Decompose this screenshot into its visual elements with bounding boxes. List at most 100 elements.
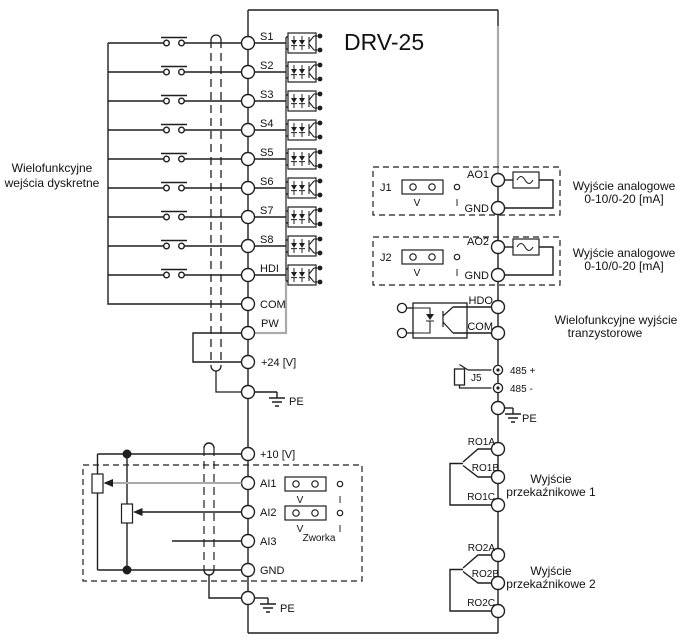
ai2-vi-jumper [284, 505, 344, 521]
potentiometer-2 [120, 503, 134, 524]
terminal-pe-2 [240, 590, 256, 606]
left-terminal-labels: S1 S2 S3 S4 S5 S6 S7 S8 HDI COM PW +24 [… [260, 31, 304, 615]
label-ro1b: RO1B [472, 463, 500, 474]
j2-dashed-box [372, 236, 561, 286]
zworka-label: Zworka [303, 533, 336, 544]
shield-drain-wire [215, 371, 242, 393]
j1-dashed-box [372, 166, 561, 216]
label-ro1a: RO1A [468, 437, 496, 448]
earth-symbol-3 [504, 407, 522, 423]
optocoupler-output-box [412, 302, 468, 339]
relay1-annotation-line1: Wyjście [530, 472, 572, 486]
analog2-annotation-line2: 0-10/0-20 [mA] [584, 259, 663, 273]
j5-label: J5 [471, 373, 482, 384]
label-hdo: HDO [469, 295, 494, 307]
label-s3: S3 [260, 89, 273, 101]
ai1-arrow [103, 479, 113, 487]
j1-jumper [401, 179, 461, 195]
terminal-485-minus [492, 382, 504, 394]
analog1-annotation-line1: Wyjście analogowe [573, 179, 676, 193]
terminal-24v [240, 354, 256, 370]
label-24v: +24 [V] [261, 357, 296, 369]
pw-24v-jumper-wire [192, 332, 242, 363]
terminal-pe-1 [240, 384, 256, 400]
terminal-pw [240, 325, 256, 341]
label-com-right: COM [467, 321, 493, 333]
terminal-485-plus [492, 364, 504, 376]
label-pe-2: PE [280, 603, 295, 615]
input-row-s2 [107, 61, 324, 83]
output-transistor [442, 306, 454, 334]
ai2-v-label: V [297, 524, 304, 535]
shield-bottom-cap [210, 365, 222, 372]
label-ro1c: RO1C [467, 492, 495, 503]
ao2-meter-loop [490, 238, 554, 283]
inputs-annotation-line2: wejścia dyskretne [4, 176, 100, 190]
label-ai2: AI2 [260, 507, 277, 519]
earth-connections [254, 391, 286, 613]
label-ai1: AI1 [260, 478, 277, 490]
input-row-s3 [107, 90, 324, 112]
inputs-annotation-line1: Wielofunkcyjne [12, 161, 93, 175]
earth-symbol-2 [259, 597, 277, 613]
label-s2: S2 [260, 60, 273, 72]
terminal-com-right [490, 325, 506, 341]
j2-i-label: I [456, 268, 459, 279]
input-row-s4 [107, 119, 324, 141]
j2-v-label: V [414, 268, 421, 279]
label-ao2: AO2 [467, 236, 489, 248]
j1-v-label: V [414, 198, 421, 209]
label-gnd-ao1: GND [465, 203, 490, 215]
j1-label: J1 [380, 182, 392, 194]
analog-input-section [82, 442, 363, 599]
transistor-output [396, 299, 506, 341]
analog-output-1: J1 V I AO1 GND [372, 166, 561, 216]
relay2-annotation-line2: przekaźnikowe 2 [506, 577, 596, 591]
left-terminals [192, 296, 256, 606]
terminal-10v [240, 446, 256, 462]
analog-input-dashed-box [82, 464, 363, 582]
input-row-hdi [107, 264, 324, 286]
terminal-ai1 [240, 475, 256, 491]
label-ai3: AI3 [260, 536, 277, 548]
label-s7: S7 [260, 205, 273, 217]
label-10v: +10 [V] [260, 449, 295, 461]
pw-internal-gray-wire [255, 281, 288, 335]
label-s5: S5 [260, 147, 273, 159]
ai1-i-label: I [339, 495, 342, 506]
termination-resistor [453, 368, 466, 386]
earth-symbol-1 [268, 391, 286, 407]
potentiometer-1 [91, 473, 104, 494]
shield-top-cap [210, 34, 222, 41]
label-485-plus: 485 + [510, 366, 535, 377]
transistor-annotation-line2: tranzystorowe [568, 326, 643, 340]
junction-dot-bottom [122, 565, 132, 575]
relay-output-1: RO1A RO1B RO1C [449, 437, 506, 513]
ai1-vi-jumper [284, 476, 344, 492]
terminal-gnd-left [240, 562, 256, 578]
label-485-minus: 485 - [510, 384, 533, 395]
relay-output-2: RO2A RO2B RO2C [449, 543, 506, 619]
label-pe-right: PE [522, 413, 537, 425]
label-hdi: HDI [260, 263, 279, 275]
input-row-s1 [107, 32, 324, 54]
transistor-annotation-line1: Wielofunkcyjne wyjście [555, 313, 678, 327]
relay2-annotation-line1: Wyjście [530, 564, 572, 578]
terminal-com [240, 296, 256, 312]
j2-jumper [401, 249, 461, 265]
j1-i-label: I [456, 198, 459, 209]
output-diode [426, 314, 434, 320]
label-ro2b: RO2B [472, 569, 500, 580]
label-ao1: AO1 [467, 169, 489, 181]
label-gnd-ao2: GND [465, 270, 490, 282]
analog1-annotation-line2: 0-10/0-20 [mA] [584, 192, 663, 206]
terminal-hdo [490, 299, 506, 315]
label-s4: S4 [260, 118, 273, 130]
ai2-i-label: I [339, 524, 342, 535]
input-row-s5 [107, 148, 324, 170]
input-row-s7 [107, 206, 324, 228]
terminal-ai3 [240, 533, 256, 549]
j5-jumper-arm [459, 363, 469, 371]
